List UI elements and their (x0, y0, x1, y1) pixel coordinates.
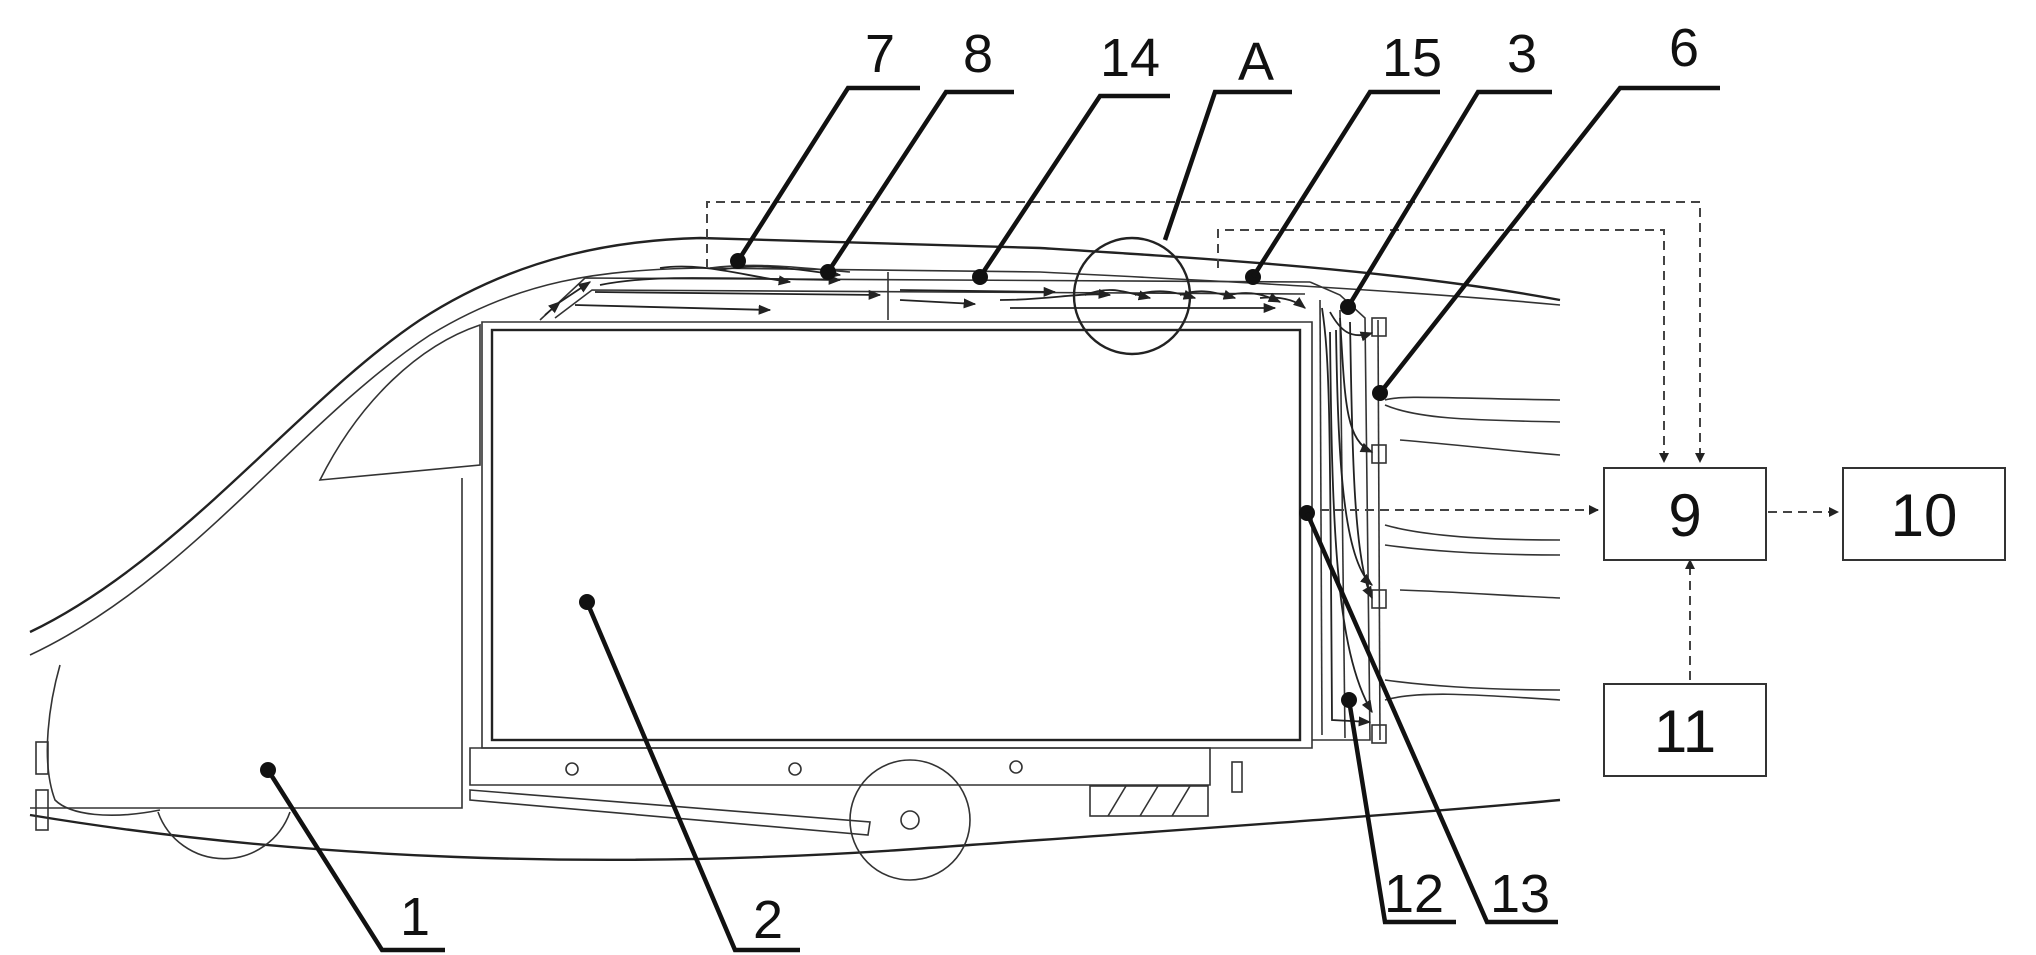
detail-circle-a (1072, 236, 1192, 356)
equipment-block (1089, 761, 1243, 817)
label-6: 6 (1669, 18, 1699, 78)
rear-wheel-hub (900, 810, 920, 830)
bolt-3 (1009, 760, 1023, 774)
label-15: 15 (1382, 28, 1442, 88)
label-7: 7 (865, 24, 895, 84)
block-10: 10 (1842, 467, 2006, 561)
signal-lines (706, 201, 1839, 680)
rear-wheel (849, 759, 971, 881)
label-14: 14 (1100, 28, 1160, 88)
label-8: 8 (963, 24, 993, 84)
bogie-arm (469, 789, 871, 836)
label-a: A (1238, 32, 1274, 92)
part-labels: 1 2 7 8 14 A 15 3 6 12 13 (400, 18, 1699, 950)
cab-wall (30, 478, 463, 809)
exhaust-streamlines (1384, 396, 1561, 701)
label-2: 2 (753, 890, 783, 950)
inner-roof-line (29, 267, 1561, 656)
bolt-2 (788, 762, 802, 776)
block-11: 11 (1603, 683, 1767, 777)
front-coupler (35, 789, 49, 831)
cab-window (318, 323, 481, 481)
bolt-1 (565, 762, 579, 776)
block-9: 9 (1603, 467, 1767, 561)
nose-front (46, 664, 161, 816)
label-13: 13 (1490, 864, 1550, 924)
headlight (35, 741, 49, 775)
label-1: 1 (400, 887, 430, 947)
block-10-label: 10 (1891, 482, 1958, 549)
bogie-frame (469, 747, 1211, 786)
rear-outlet-wall (1309, 281, 1387, 744)
block-11-label: 11 (1654, 698, 1716, 765)
label-12: 12 (1384, 864, 1444, 924)
block-9-label: 9 (1668, 482, 1701, 549)
side-airflow (1321, 307, 1374, 727)
label-3: 3 (1507, 24, 1537, 84)
front-wheel (157, 811, 291, 860)
underbody-line (29, 798, 1561, 862)
outer-roof-line (29, 236, 1561, 634)
leader-lines (260, 85, 1720, 953)
equipment-compartment (481, 264, 1313, 749)
